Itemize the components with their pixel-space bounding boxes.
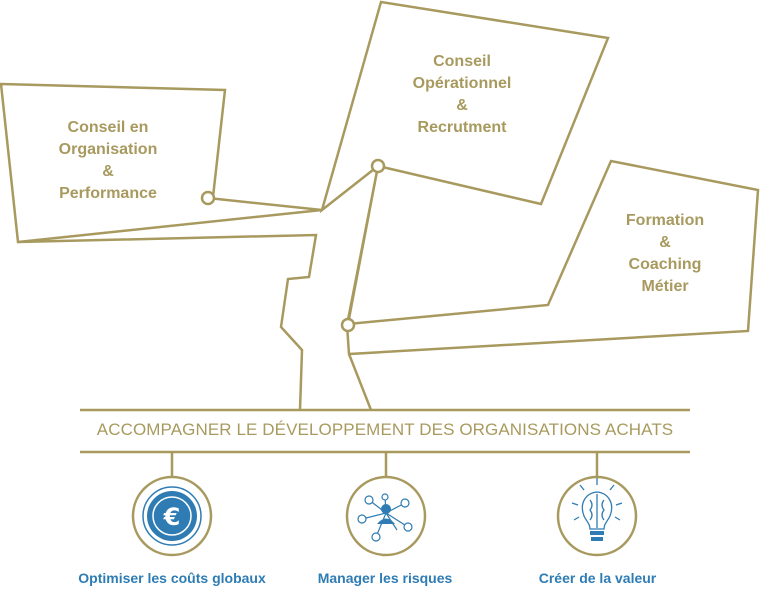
axis-label-optimiser: Optimiser les coûts globaux: [78, 570, 266, 586]
trunk-left-outline: [17, 233, 318, 411]
box-line: &: [102, 163, 114, 180]
box-label-formation: Formation & Coaching Métier: [605, 210, 725, 298]
box-operationnel: [319, 0, 610, 214]
box-line: &: [659, 234, 671, 251]
axis-circle-1: [131, 475, 213, 557]
box-line: Performance: [59, 185, 157, 202]
node-dot-operationnel: [370, 158, 386, 174]
trunk-right-outline: [347, 353, 373, 411]
box-line: Recrutment: [417, 119, 507, 136]
box-label-organisation: Conseil en Organisation & Performance: [48, 117, 168, 205]
node-dot-formation: [340, 317, 356, 333]
box-line: &: [456, 97, 468, 114]
box-line: Formation: [625, 212, 705, 229]
box-line: Organisation: [58, 141, 158, 158]
box-label-operationnel: Conseil Opérationnel & Recrutment: [392, 51, 532, 139]
box-line: Opérationnel: [412, 75, 512, 92]
box-line: Conseil: [433, 53, 491, 70]
lightbulb-brain-icon: [571, 478, 623, 541]
axis-circle-2: [345, 475, 427, 557]
box-formation: [345, 159, 760, 356]
axis-label-manager: Manager les risques: [317, 570, 453, 586]
banner-title: ACCOMPAGNER LE DÉVELOPPEMENT DES ORGANIS…: [96, 420, 674, 439]
box-line: Métier: [641, 278, 689, 295]
box-line: Conseil en: [67, 119, 149, 136]
svg-text:€: €: [163, 503, 181, 531]
box-line: Coaching: [628, 256, 702, 273]
node-dot-organisation: [200, 190, 216, 206]
axis-circle-3: [556, 475, 638, 557]
network-person-icon: [357, 493, 413, 542]
axis-label-creer: Créer de la valeur: [538, 570, 657, 586]
euro-icon: €: [142, 486, 202, 546]
